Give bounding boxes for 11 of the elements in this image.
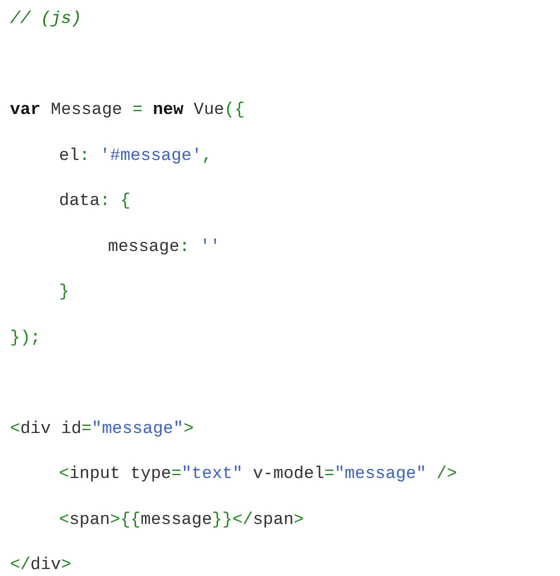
- code-line: <div id="message">: [10, 418, 194, 440]
- code-line: message: '': [108, 236, 220, 258]
- code-line: <input type="text" v-model="message" />: [59, 464, 457, 486]
- code-line: }: [59, 282, 70, 304]
- code-line: data: {: [59, 191, 130, 213]
- code-line: <span>{{message}}</span>: [59, 510, 304, 532]
- code-line: });: [10, 328, 41, 350]
- code-line: var Message = new Vue({: [10, 100, 245, 122]
- code-comment: // (js): [10, 9, 82, 31]
- code-line: el: '#message',: [59, 146, 212, 168]
- code-line: </div>: [10, 555, 72, 576]
